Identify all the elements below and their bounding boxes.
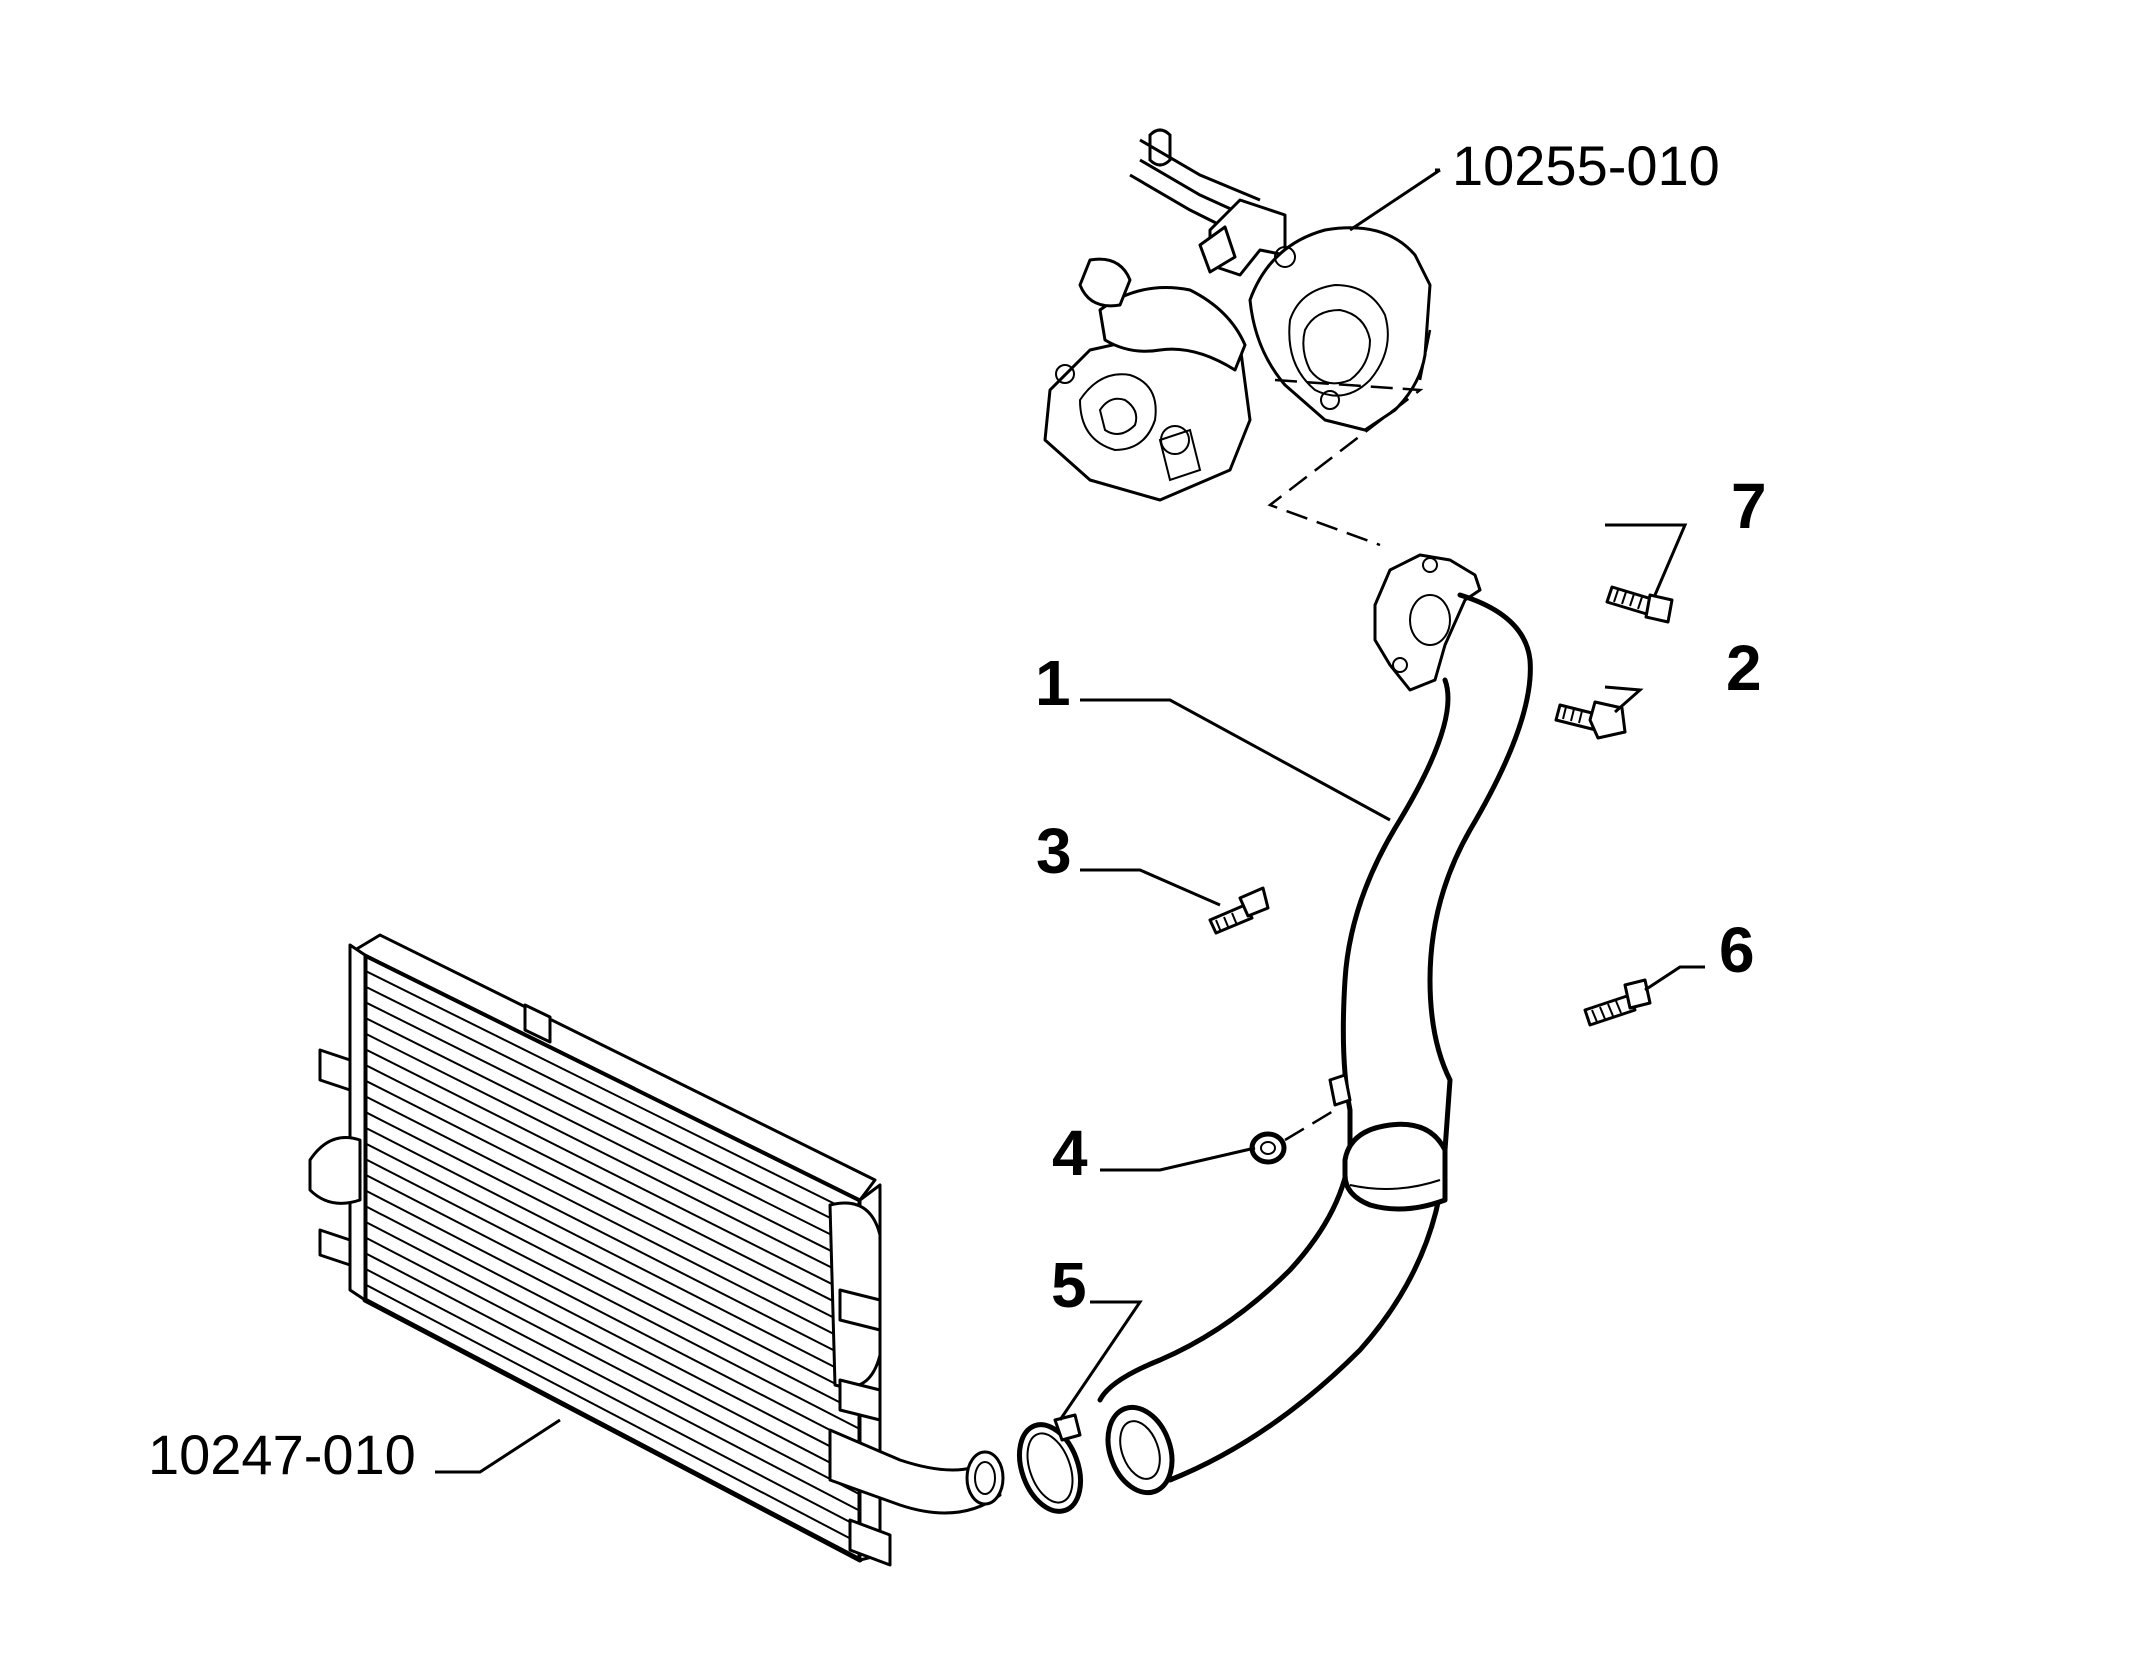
fin-line <box>364 1189 861 1447</box>
fin-line <box>364 1110 861 1365</box>
fin-line <box>364 1079 861 1332</box>
fin-line <box>364 1157 861 1414</box>
fin-line <box>364 1252 861 1512</box>
bolt-7 <box>1605 585 1674 624</box>
fin-line <box>364 1126 861 1381</box>
fin-line <box>364 1016 861 1267</box>
ref-intercooler: 10247-010 <box>148 1423 416 1486</box>
charge-air-hose <box>1097 553 1533 1496</box>
ref-engine-flange: 10255-010 <box>1452 134 1720 197</box>
bolt-6 <box>1583 978 1652 1027</box>
fin-line <box>364 1220 861 1480</box>
bolt-3 <box>1208 886 1270 935</box>
engine-flange-assembly <box>1043 128 1432 547</box>
fin-line <box>364 1142 861 1398</box>
fin-line <box>364 1032 861 1283</box>
fin-line <box>364 1048 861 1300</box>
fin-line <box>364 969 861 1218</box>
callout-4: 4 <box>1052 1117 1088 1189</box>
callout-5: 5 <box>1051 1249 1087 1321</box>
intercooler <box>308 933 1005 1567</box>
fin-line <box>364 1283 861 1545</box>
callout-1: 1 <box>1035 647 1071 719</box>
fin-line <box>364 1205 861 1463</box>
callout-3: 3 <box>1036 815 1072 887</box>
callout-6: 6 <box>1719 914 1755 986</box>
fin-line <box>364 1001 861 1250</box>
hose-clamp-5 <box>1017 1413 1083 1514</box>
fin-line <box>364 1095 861 1349</box>
nut-4 <box>1249 1108 1336 1165</box>
callout-2: 2 <box>1726 632 1762 704</box>
leader-lines <box>435 168 1705 1474</box>
intercooler-fins <box>364 969 861 1545</box>
fin-line <box>364 1173 861 1430</box>
bolt-2 <box>1554 700 1627 740</box>
fin-line <box>364 1236 861 1496</box>
fin-line <box>364 985 861 1234</box>
fin-line <box>364 1267 861 1529</box>
fin-line <box>364 1063 861 1316</box>
callout-7: 7 <box>1731 470 1767 542</box>
